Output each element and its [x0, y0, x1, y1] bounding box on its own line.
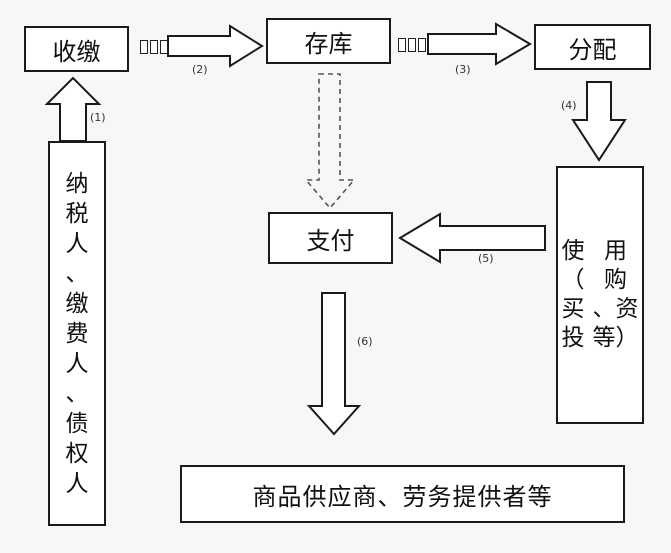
shiyong-col-1: 使 （ 买 投	[562, 237, 585, 353]
shiyong-text: 使 （ 买 投 用 购 、资 等）	[562, 237, 639, 353]
node-zhifu: 支付	[268, 212, 393, 264]
node-gongying: 商品供应商、劳务提供者等	[180, 465, 625, 523]
edge-label-1: (1)	[90, 111, 106, 124]
node-cunku: 存库	[266, 18, 391, 64]
node-fenpei: 分配	[534, 24, 651, 70]
node-gongying-label: 商品供应商、劳务提供者等	[252, 482, 553, 511]
edge-label-6: (6)	[357, 335, 373, 348]
nashui-char: 、	[65, 380, 89, 407]
connector-square	[150, 40, 158, 54]
shiyong-char: 投	[561, 325, 585, 351]
shiyong-char: 买	[561, 296, 585, 322]
arrow-3-right	[427, 22, 532, 66]
shiyong-char: 、资	[592, 296, 639, 322]
edge-label-4: (4)	[561, 99, 577, 112]
arrow-5-left	[398, 212, 546, 264]
node-cunku-label: 存库	[304, 29, 353, 58]
connector-square	[140, 40, 148, 54]
node-shoujiao-label: 收缴	[52, 37, 101, 66]
shiyong-char: 等）	[592, 325, 639, 351]
arrow-1-up-shape	[44, 76, 102, 142]
shiyong-char: 用	[604, 238, 627, 264]
connector-square	[398, 38, 406, 52]
nashui-char: 权	[65, 440, 89, 467]
nashui-char: 税	[65, 200, 89, 227]
edge-label-2: (2)	[192, 63, 208, 76]
node-nashui: 纳 税 人 、 缴 费 人 、 债 权 人	[48, 141, 106, 526]
connector-square	[418, 38, 426, 52]
nashui-char: 、	[65, 260, 89, 287]
nashui-char: 费	[65, 320, 89, 347]
nashui-char: 人	[65, 230, 89, 257]
edge-label-5: (5)	[478, 252, 494, 265]
shiyong-char: 使	[561, 238, 585, 264]
node-shiyong: 使 （ 买 投 用 购 、资 等）	[556, 166, 644, 424]
nashui-char: 人	[65, 470, 89, 497]
shiyong-col-2: 用 购 、资 等）	[593, 237, 639, 353]
nashui-char: 人	[65, 350, 89, 377]
nashui-char: 缴	[65, 290, 89, 317]
connector-square	[160, 40, 168, 54]
node-shoujiao: 收缴	[24, 26, 129, 72]
arrow-6-down	[306, 292, 362, 436]
shiyong-char: （	[561, 267, 585, 293]
nashui-char: 纳	[65, 170, 89, 197]
arrow-dashed-down	[304, 73, 356, 210]
edge-label-3: (3)	[455, 63, 471, 76]
nashui-char: 债	[65, 410, 89, 437]
arrow-2-right	[167, 24, 264, 68]
node-zhifu-label: 支付	[306, 226, 355, 255]
connector-square	[408, 38, 416, 52]
shiyong-char: 购	[604, 267, 627, 293]
node-fenpei-label: 分配	[568, 35, 617, 64]
arrow-4-down	[571, 81, 627, 162]
